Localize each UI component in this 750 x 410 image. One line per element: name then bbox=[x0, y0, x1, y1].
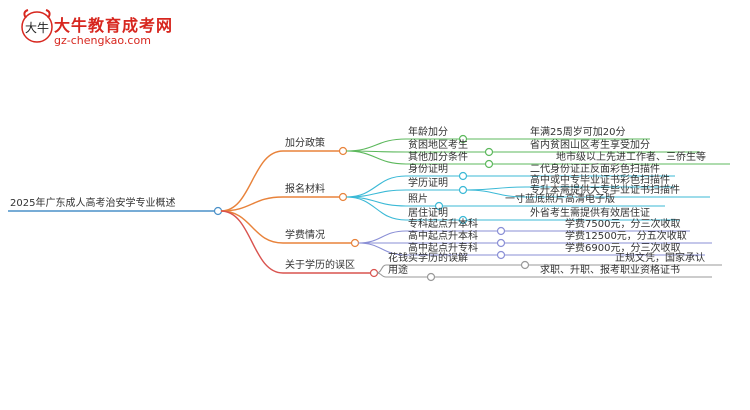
connector-line bbox=[345, 196, 407, 221]
branch-3-item-2-detail-1: 学费12500元，分五次收取 bbox=[565, 231, 687, 242]
branch-2-item-1-detail-1: 二代身份证正反面彩色扫描件 bbox=[530, 164, 660, 175]
node-dot bbox=[369, 268, 379, 278]
branch-1-item-1: 年龄加分 bbox=[408, 127, 448, 138]
brand-name[interactable]: 大牛教育成考网 bbox=[54, 16, 174, 35]
branch-1-item-2: 贫困地区考生 bbox=[408, 140, 468, 151]
node-dot bbox=[520, 260, 530, 270]
branch-3: 学费情况 bbox=[285, 230, 325, 241]
root-node: 2025年广东成人高考治安学专业概述 bbox=[10, 198, 176, 209]
branch-4: 关于学历的误区 bbox=[285, 260, 355, 271]
branch-2-item-2-detail-2: 专升本需提供大专毕业证书扫描件 bbox=[530, 185, 680, 196]
node-dot bbox=[458, 171, 468, 181]
site-logo[interactable]: 大牛 bbox=[20, 8, 200, 52]
node-dot bbox=[213, 206, 223, 216]
connector-line bbox=[376, 272, 387, 278]
ox-logo-icon: 大牛 bbox=[21, 9, 53, 43]
branch-4-item-2: 用途 bbox=[388, 265, 408, 276]
branch-2-item-4-detail-1: 外省考生需提供有效居住证 bbox=[530, 208, 650, 219]
branch-2-item-2-detail-1: 高中或中专毕业证书彩色扫描件 bbox=[530, 175, 670, 186]
node-dot bbox=[458, 185, 468, 195]
node-dot bbox=[496, 250, 506, 260]
connector-line bbox=[220, 196, 284, 212]
connector-line bbox=[376, 264, 387, 274]
branch-1-item-2-detail-1: 省内贫困山区考生享受加分 bbox=[530, 140, 650, 151]
branch-2-item-2: 学历证明 bbox=[408, 178, 448, 189]
branch-3-item-2: 高中起点升本科 bbox=[408, 231, 478, 242]
logo-text: 大牛 bbox=[25, 20, 49, 35]
branch-1-item-3: 其他加分条件 bbox=[408, 152, 468, 163]
branch-4-item-1: 花钱买学历的误解 bbox=[388, 253, 468, 264]
node-dot bbox=[484, 159, 494, 169]
node-dot bbox=[338, 192, 348, 202]
connector-line bbox=[220, 150, 284, 212]
branch-3-item-3-detail-1: 学费6900元，分三次收取 bbox=[565, 243, 681, 254]
branch-2-item-3-detail-1: 一寸蓝底照片高清电子版 bbox=[505, 194, 615, 205]
node-dot bbox=[338, 146, 348, 156]
connector-line bbox=[465, 186, 527, 191]
node-dot bbox=[496, 238, 506, 248]
connector-line bbox=[345, 150, 407, 165]
branch-1: 加分政策 bbox=[285, 138, 325, 149]
connector-line bbox=[465, 189, 527, 198]
branch-2: 报名材料 bbox=[285, 184, 325, 195]
node-dot bbox=[350, 238, 360, 248]
connector-line bbox=[345, 138, 407, 152]
connector-line bbox=[220, 210, 284, 244]
connector-line bbox=[220, 210, 284, 274]
branch-4-item-1-detail-1: 正规文凭，国家承认 bbox=[615, 253, 705, 264]
branch-2-item-4: 居住证明 bbox=[408, 208, 448, 219]
branch-1-item-1-detail-1: 年满25周岁可加20分 bbox=[530, 127, 626, 138]
branch-3-item-3: 高中起点升专科 bbox=[408, 243, 478, 254]
branch-2-item-3: 照片 bbox=[408, 194, 428, 205]
branch-2-item-1: 身份证明 bbox=[408, 164, 448, 175]
branch-3-item-1: 专科起点升本科 bbox=[408, 219, 478, 230]
branch-1-item-3-detail-1: 地市级以上先进工作者、三侨生等 bbox=[556, 152, 706, 163]
node-dot bbox=[426, 272, 436, 282]
node-dot bbox=[496, 226, 506, 236]
branch-3-item-1-detail-1: 学费7500元，分三次收取 bbox=[565, 219, 681, 230]
node-dot bbox=[484, 147, 494, 157]
connector-line bbox=[357, 242, 407, 256]
connector-line bbox=[357, 230, 407, 244]
site-url[interactable]: gz-chengkao.com bbox=[54, 34, 151, 47]
branch-4-item-2-detail-1: 求职、升职、报考职业资格证书 bbox=[540, 265, 680, 276]
